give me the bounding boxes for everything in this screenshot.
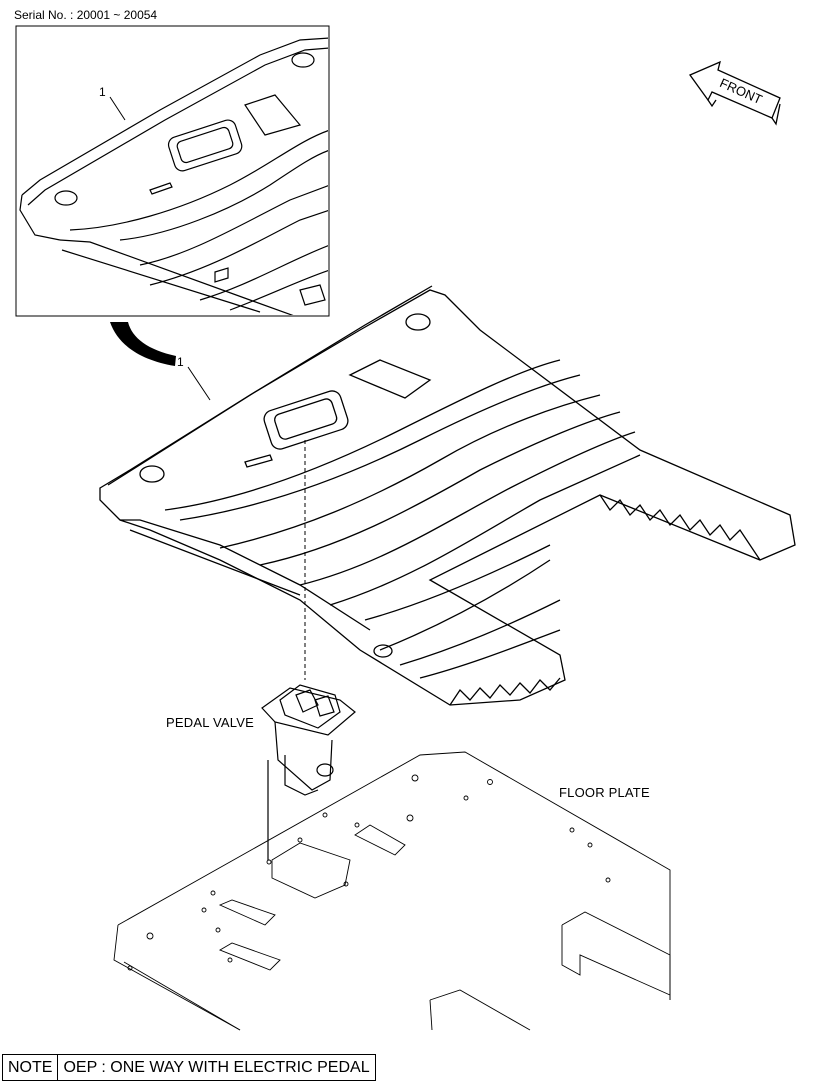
note-text: OEP : ONE WAY WITH ELECTRIC PEDAL <box>63 1058 370 1076</box>
inset-detail <box>15 25 330 317</box>
floor-plate <box>113 751 671 1031</box>
floor-plate-label: FLOOR PLATE <box>559 785 650 800</box>
serial-number: Serial No. : 20001 ~ 20054 <box>14 8 158 22</box>
pedal-valve <box>261 684 356 860</box>
note-key: NOTE <box>3 1055 59 1080</box>
floor-mat <box>99 285 796 706</box>
leader-lines <box>109 96 211 401</box>
front-arrow <box>689 60 781 126</box>
pedal-valve-label: PEDAL VALVE <box>166 715 254 730</box>
callout-inset: 1 <box>99 85 106 99</box>
note-box: NOTE OEP : ONE WAY WITH ELECTRIC PEDAL <box>2 1054 376 1081</box>
detail-arrow <box>110 322 176 366</box>
callout-main: 1 <box>177 355 184 369</box>
